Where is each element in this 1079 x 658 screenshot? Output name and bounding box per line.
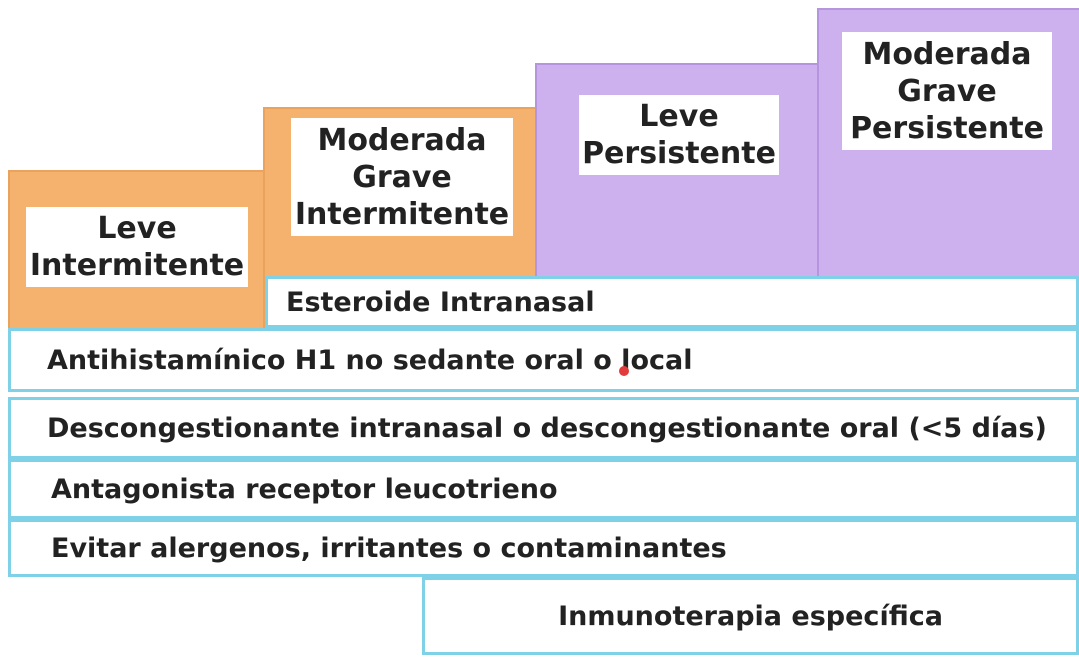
treatment-descongestionante: Descongestionante intranasal o desconges… bbox=[8, 397, 1079, 459]
label-moderada-grave-persistente: Moderada Grave Persistente bbox=[842, 32, 1052, 150]
treatment-esteroide-intranasal: Esteroide Intranasal bbox=[265, 276, 1079, 328]
treatment-evitar-alergenos: Evitar alergenos, irritantes o contamina… bbox=[8, 519, 1079, 577]
label-moderada-grave-intermitente: Moderada Grave Intermitente bbox=[291, 118, 513, 236]
pointer-dot bbox=[619, 366, 629, 376]
label-leve-persistente: Leve Persistente bbox=[579, 95, 779, 175]
treatment-antihistaminico: Antihistamínico H1 no sedante oral o loc… bbox=[8, 328, 1079, 392]
treatment-inmunoterapia: Inmunoterapia específica bbox=[422, 577, 1079, 655]
label-leve-intermitente: Leve Intermitente bbox=[26, 207, 248, 287]
treatment-antagonista-leucotrieno: Antagonista receptor leucotrieno bbox=[8, 459, 1079, 519]
